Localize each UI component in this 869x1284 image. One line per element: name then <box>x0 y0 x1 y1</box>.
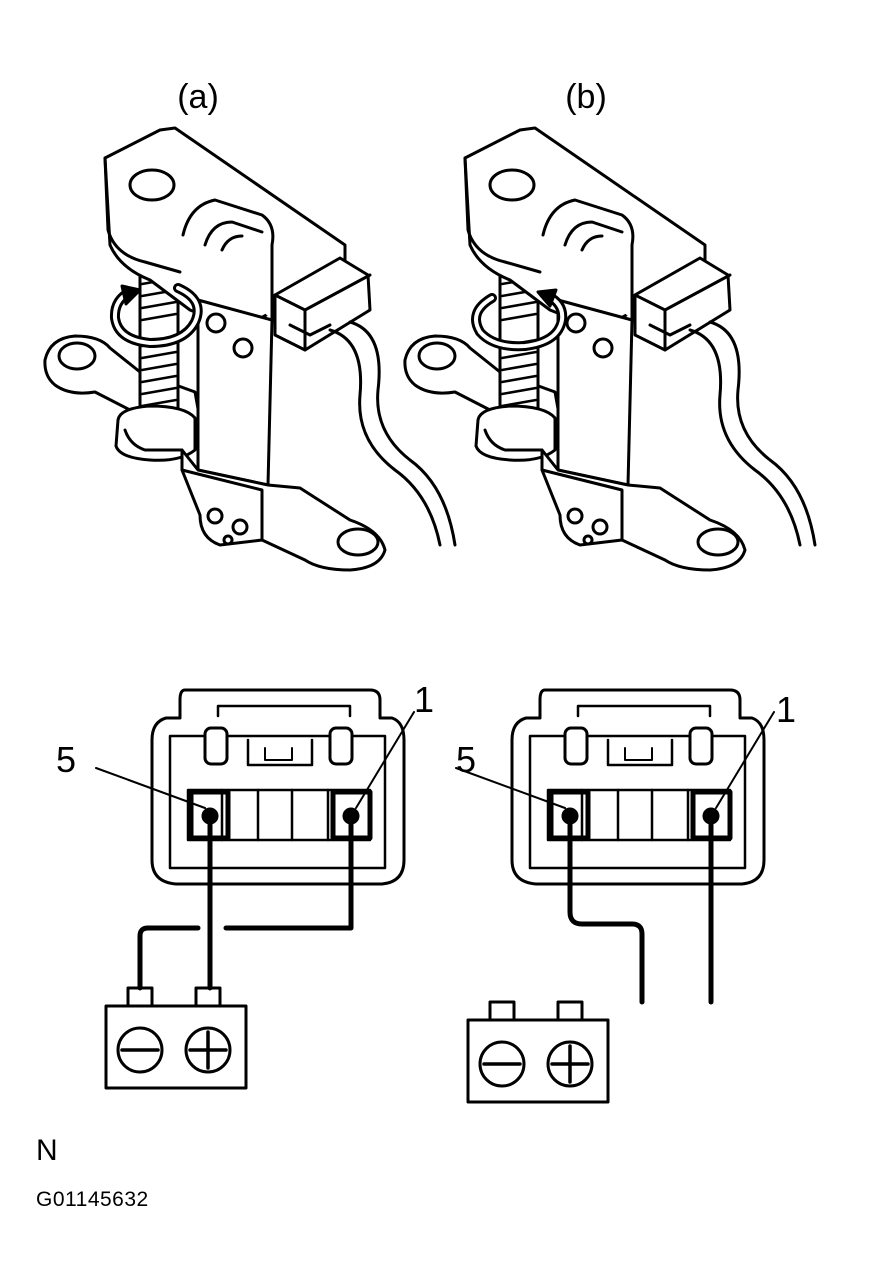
panel-b <box>403 126 817 1104</box>
counterclockwise-rotation-arrow-icon <box>471 288 568 352</box>
battery-icon-b <box>466 1000 610 1104</box>
battery-icon <box>104 986 248 1090</box>
pin-label-5-a: 5 <box>56 739 76 780</box>
panel-a-label: (a) <box>177 78 219 116</box>
pin-label-5-b: 5 <box>456 739 476 780</box>
actuator-illustration-b <box>403 126 817 572</box>
wiring-b <box>561 807 720 1005</box>
note-letter: N <box>36 1134 58 1167</box>
connector-a <box>152 690 404 884</box>
figure-id: G01145632 <box>36 1188 149 1211</box>
clockwise-rotation-arrow-icon <box>109 283 203 348</box>
connector-b <box>512 690 764 884</box>
pin-label-1-b: 1 <box>776 689 796 730</box>
leader-lines-a <box>95 711 415 809</box>
pin-label-1-a: 1 <box>414 679 434 720</box>
actuator-illustration-a <box>43 126 457 572</box>
panel-b-label: (b) <box>565 78 607 116</box>
wiring-a <box>137 807 360 991</box>
panel-a <box>43 126 457 1090</box>
leader-lines-b <box>455 711 775 809</box>
